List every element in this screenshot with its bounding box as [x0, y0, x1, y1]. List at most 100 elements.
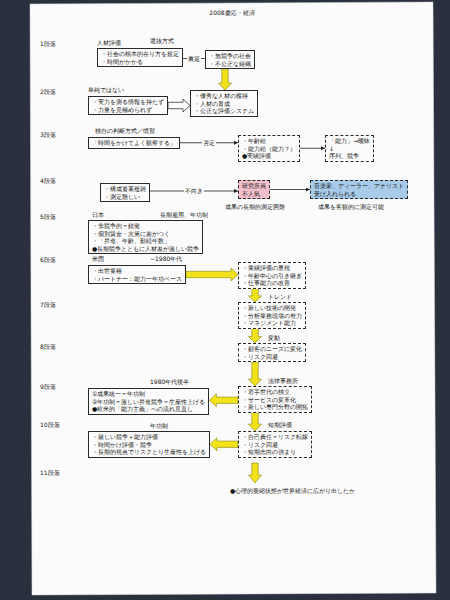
process-box: ・構成要素複雑・測定難しい — [100, 183, 150, 202]
node-text: ・顧客のニーズに変化 — [242, 345, 302, 353]
node-text: ・パートナー：能力一年功ベース — [92, 275, 182, 283]
process-box: ・社会の根本的在り方を規定・時間がかかる — [97, 48, 183, 67]
node-text: 「能力」→曖昧 — [329, 137, 370, 145]
node-text: 受け入れられる — [314, 190, 404, 198]
node-text: ・分析業務現場の努力 — [242, 312, 302, 320]
note-label: 7段落 — [40, 301, 56, 309]
process-box: ・年齢給・能力給（能力？）●実績評価 — [238, 135, 300, 162]
note-label: 1段落 — [40, 40, 56, 48]
node-text: ・公正な評価システム — [194, 107, 254, 115]
note-label: 変動 — [268, 334, 280, 342]
node-text: ・短期志向の強まり — [242, 448, 308, 456]
note-label: 米国 — [92, 255, 104, 263]
note-label: 人材評価 — [97, 39, 121, 47]
note-label: 短期評価 — [268, 421, 292, 429]
note-label: 6段落 — [40, 256, 56, 264]
node-text: ・個別賃金・次第に差がつく — [92, 230, 199, 238]
node-text: ●欧米的「能力主義」への流れ見直し — [92, 405, 205, 413]
block-arrow — [249, 463, 262, 483]
node-text: ・人材の育成 — [194, 100, 254, 108]
node-text: ①成果統一＝年功制 — [92, 390, 205, 398]
note-label: ●心理的萎縮状態が世界経済に広がり出したか — [230, 487, 355, 495]
process-box: 「時間をかけてよく観察する」 — [88, 137, 180, 149]
note-label: 成果の長期的測定困難 — [225, 203, 285, 211]
process-box: 「能力」→曖昧↓序列、競争 — [325, 135, 374, 162]
block-arrow — [249, 413, 262, 432]
process-box: ・非競争的＝錯覚・個別賃金・次第に差がつく・「昇進、年齢、勤続年数」●長期競争と… — [88, 220, 203, 254]
process-box: ・業績評価の重視・年齢中心の引き継ぎ・仕事能力の改善 — [238, 262, 306, 289]
process-box: ・優秀な人材の獲得・人材の育成・公正な評価システム — [190, 90, 258, 117]
note-label: 成果を客観的に測定可能 — [318, 203, 384, 211]
edge-label: 裏返 — [187, 55, 201, 63]
process-box: ・厳しい競争＋能力評価・時間かけ評価・競争・長期的視点でリスクとり生産性を上げる — [88, 431, 210, 458]
note-label: 1980年代後半 — [150, 378, 189, 386]
edge-label: 不向き — [184, 187, 204, 195]
node-text: ●長期競争とともに人材差が激しい競争 — [92, 245, 199, 253]
node-text: 音楽家、ディーラー、アナリスト — [314, 182, 404, 190]
node-text: ・マネジメント能力 — [242, 319, 302, 327]
node-text: ・厳しい競争＋能力評価 — [92, 433, 206, 441]
node-text: ・若手世代の独立 — [242, 388, 308, 396]
process-box: 音楽家、ディーラー、アナリスト受け入れられる — [310, 180, 408, 199]
process-box: 研究所員不人気 — [238, 180, 270, 199]
note-label: ~1980年代 — [150, 255, 182, 263]
node-text: ・時間がかかる — [101, 58, 179, 66]
flow-line — [270, 189, 310, 190]
node-text: 不人気 — [242, 190, 266, 198]
block-arrow — [219, 69, 232, 90]
process-box: ・出世業種・パートナー：能力一年功ベース — [88, 265, 186, 284]
node-text: ・リスク回避 — [242, 441, 308, 449]
node-text: ・業績評価の重視 — [242, 264, 302, 272]
process-box: ・顧客のニーズに変化・リスク回避 — [238, 343, 306, 362]
process-box: ・実力を測る情報を持たず・力量を見極められず — [88, 96, 168, 115]
note-label: 独自の判断方式／慣習 — [95, 127, 155, 135]
node-text: ②年功制＝激しい昇進競争＝生産性上げる — [92, 398, 205, 406]
node-text: ・新しい専門分野の開拓 — [242, 403, 308, 411]
node-text: ・不公正な組織 — [209, 60, 251, 68]
node-text: ・新しい技術の開発 — [242, 304, 302, 312]
block-arrow — [249, 362, 262, 386]
block-arrow — [249, 329, 262, 344]
node-text: ↓ — [329, 145, 370, 153]
node-text: ・力量を見極められず — [92, 106, 164, 114]
note-label: 単純ではない — [88, 86, 124, 94]
node-text: ・実力を測る情報を持たず — [92, 98, 164, 106]
node-text: ・社会の根本的在り方を規定 — [101, 50, 179, 58]
note-label: 2段落 — [40, 88, 56, 96]
note-label: 年功制 — [150, 422, 168, 430]
block-arrow — [186, 268, 238, 281]
note-label: 8段落 — [40, 343, 56, 351]
note-label: 4段落 — [40, 177, 56, 185]
note-label: 9段落 — [40, 383, 56, 391]
process-box: ①成果統一＝年功制②年功制＝激しい昇進競争＝生産性上げる●欧米的「能力主義」への… — [88, 388, 209, 415]
process-box: ・若手世代の独立・サービスの変革化・新しい専門分野の開拓 — [238, 386, 312, 413]
node-text: 研究所員 — [242, 182, 266, 190]
paper-sheet — [30, 2, 436, 595]
process-box: ・無競争の社会・不公正な組織 — [205, 50, 255, 69]
page-title: 2008慶応・経済 — [209, 9, 254, 17]
node-text: ・測定難しい — [104, 193, 146, 201]
node-text: 「時間をかけてよく観察する」 — [92, 139, 176, 147]
process-box: ・新しい技術の開発・分析業務現場の努力・マネジメント能力 — [238, 302, 306, 329]
block-arrow — [249, 289, 262, 303]
node-text: ・非競争的＝錯覚 — [92, 222, 199, 230]
edge-label: 否定 — [202, 139, 216, 147]
node-text: ・能力給（能力？） — [242, 145, 296, 153]
node-text: ●実績評価 — [242, 152, 296, 160]
node-text: ・「昇進、年齢、勤続年数」 — [92, 237, 199, 245]
node-text: 序列、競争 — [329, 152, 370, 160]
node-text: ・構成要素複雑 — [104, 185, 146, 193]
block-arrow — [209, 394, 238, 407]
note-label: 法律事務所 — [268, 377, 298, 385]
note-label: 長期雇用、年功制 — [160, 211, 208, 219]
node-text: ・無競争の社会 — [209, 52, 251, 60]
process-box: ・自己責任＝リスク転嫁・リスク回避・短期志向の強まり — [238, 431, 312, 458]
node-text: ・自己責任＝リスク転嫁 — [242, 433, 308, 441]
note-label: トレンド — [268, 293, 292, 301]
node-text: ・仕事能力の改善 — [242, 279, 302, 287]
node-text: ・リスク回避 — [242, 353, 302, 361]
node-text: ・年齢給 — [242, 137, 296, 145]
node-text: ・年齢中心の引き継ぎ — [242, 272, 302, 280]
node-text: ・長期的視点でリスクとり生産性を上げる — [92, 448, 206, 456]
node-text: ・時間かけ評価・競争 — [92, 441, 206, 449]
